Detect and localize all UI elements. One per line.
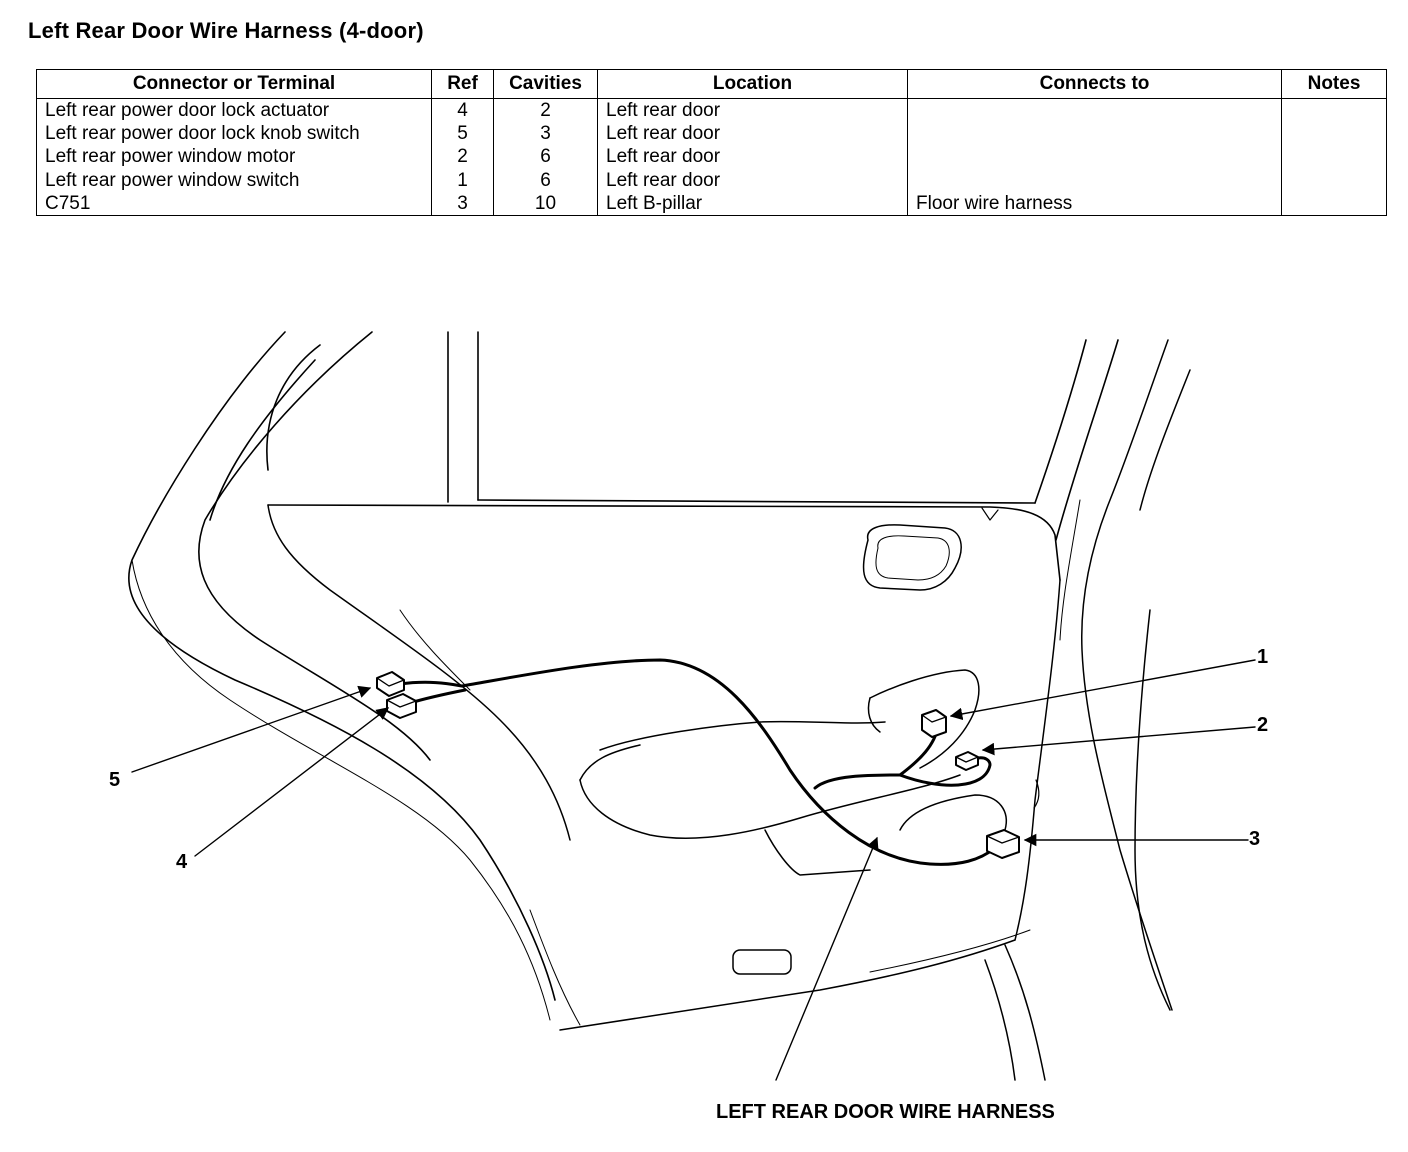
b-pillar-outline bbox=[984, 339, 1191, 1081]
header-notes: Notes bbox=[1281, 69, 1387, 99]
connector-table: Connector or Terminal Ref Cavities Locat… bbox=[36, 69, 1387, 216]
leader-2 bbox=[981, 726, 1256, 756]
cell-ref: 2 bbox=[431, 145, 494, 169]
table-row: C751 3 10 Left B-pillar Floor wire harne… bbox=[37, 191, 1387, 216]
cell-connector: Left rear power window switch bbox=[45, 169, 300, 191]
header-cavities: Cavities bbox=[493, 69, 598, 99]
header-ref: Ref bbox=[431, 69, 494, 99]
connector-4 bbox=[386, 693, 417, 719]
connector-5 bbox=[376, 671, 405, 697]
callout-4: 4 bbox=[176, 851, 188, 873]
quarter-panel-outline bbox=[128, 331, 556, 1021]
table-row: Left rear power window motor 2 6 Left re… bbox=[37, 145, 1387, 169]
connector-2 bbox=[955, 751, 979, 771]
cell-ref: 5 bbox=[431, 122, 494, 146]
callout-1: 1 bbox=[1257, 646, 1269, 668]
header-location: Location bbox=[597, 69, 908, 99]
door-panel bbox=[267, 504, 1061, 1031]
cell-connector: C751 bbox=[45, 192, 91, 214]
callout-2: 2 bbox=[1257, 714, 1269, 736]
cell-ref: 4 bbox=[431, 98, 494, 123]
cell-connector: Left rear power window motor bbox=[45, 146, 296, 168]
table-header-row: Connector or Terminal Ref Cavities Locat… bbox=[36, 69, 1387, 99]
cell-connects-to bbox=[907, 168, 1282, 192]
wire-harness bbox=[398, 658, 997, 866]
window-frame bbox=[267, 331, 1119, 581]
cell-location: Left rear door bbox=[597, 98, 908, 123]
cell-location: Left rear door bbox=[597, 168, 908, 192]
door-handle bbox=[862, 524, 962, 591]
cell-cavities: 6 bbox=[493, 145, 598, 169]
cell-connects-to bbox=[907, 98, 1282, 123]
callout-3: 3 bbox=[1249, 828, 1261, 850]
cell-location: Left B-pillar bbox=[597, 191, 908, 216]
leader-5 bbox=[131, 685, 372, 773]
cell-cavities: 2 bbox=[493, 98, 598, 123]
harness-caption: LEFT REAR DOOR WIRE HARNESS bbox=[716, 1101, 1055, 1123]
leader-lines bbox=[131, 659, 1256, 1081]
table-row: Left rear power window switch 1 6 Left r… bbox=[37, 168, 1387, 192]
connector-3 bbox=[986, 829, 1020, 859]
cell-notes bbox=[1281, 122, 1387, 146]
cell-location: Left rear door bbox=[597, 145, 908, 169]
header-connects-to: Connects to bbox=[907, 69, 1282, 99]
cell-connects-to bbox=[907, 145, 1282, 169]
header-connector: Connector or Terminal bbox=[36, 69, 432, 99]
connector-1 bbox=[921, 709, 947, 738]
leader-harness bbox=[775, 836, 879, 1081]
cell-ref: 3 bbox=[431, 191, 494, 216]
table-row: Left rear power door lock knob switch 5 … bbox=[37, 122, 1387, 146]
cell-connector: Left rear power door lock knob switch bbox=[45, 123, 360, 145]
armrest bbox=[579, 669, 1007, 876]
callout-5: 5 bbox=[109, 769, 121, 791]
door-pocket bbox=[732, 949, 792, 975]
cell-connects-to: Floor wire harness bbox=[907, 191, 1282, 216]
cell-connects-to bbox=[907, 122, 1282, 146]
cell-location: Left rear door bbox=[597, 122, 908, 146]
cell-notes bbox=[1281, 98, 1387, 123]
cell-notes bbox=[1281, 191, 1387, 216]
cell-cavities: 10 bbox=[493, 191, 598, 216]
table-row: Left rear power door lock actuator 4 2 L… bbox=[37, 98, 1387, 123]
cell-cavities: 6 bbox=[493, 168, 598, 192]
cell-connector: Left rear power door lock actuator bbox=[45, 100, 330, 122]
leader-4 bbox=[194, 707, 389, 857]
leader-1 bbox=[949, 659, 1256, 721]
cell-cavities: 3 bbox=[493, 122, 598, 146]
cell-ref: 1 bbox=[431, 168, 494, 192]
cell-notes bbox=[1281, 168, 1387, 192]
cell-notes bbox=[1281, 145, 1387, 169]
page-title: Left Rear Door Wire Harness (4-door) bbox=[28, 18, 424, 43]
